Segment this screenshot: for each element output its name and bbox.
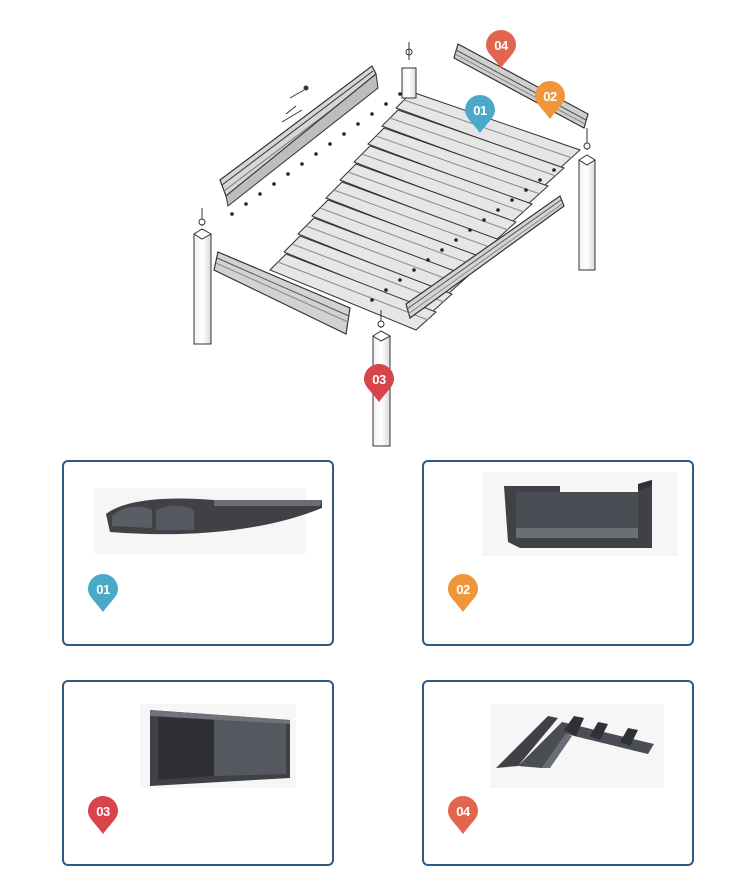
callout-01-label: 01 xyxy=(473,103,487,118)
card-post: 03 xyxy=(62,680,334,866)
card-02-badge-label: 02 xyxy=(456,582,470,597)
card-side-rail: 04 xyxy=(422,680,694,866)
callout-04-label: 04 xyxy=(494,38,508,53)
post-profile-image xyxy=(140,704,296,788)
card-03-badge-label: 03 xyxy=(96,804,110,819)
right-gutter-beam xyxy=(405,195,565,319)
louver-blades xyxy=(269,91,581,331)
side-rail-profile-image xyxy=(490,704,664,788)
post-back-center xyxy=(401,42,417,99)
card-04-badge: 04 xyxy=(446,796,480,836)
fastener-dots xyxy=(230,82,556,302)
callout-01: 01 xyxy=(463,95,497,135)
card-01-badge: 01 xyxy=(86,574,120,614)
gutter-beam-profile-image xyxy=(482,472,678,556)
pergola-exploded-diagram xyxy=(193,42,596,447)
hardware-screws xyxy=(281,85,309,123)
louver-blade-profile-image xyxy=(94,488,322,554)
left-gutter-beam xyxy=(219,65,379,207)
callout-03-label: 03 xyxy=(372,372,386,387)
callout-02-label: 02 xyxy=(543,89,557,104)
card-03-badge: 03 xyxy=(86,796,120,836)
post-back-right xyxy=(578,128,596,271)
card-01-badge-label: 01 xyxy=(96,582,110,597)
front-gutter-beam xyxy=(213,251,351,335)
card-02-badge: 02 xyxy=(446,574,480,614)
post-front-left xyxy=(193,208,213,345)
callout-02: 02 xyxy=(533,81,567,121)
card-louver-blade: 01 xyxy=(62,460,334,646)
card-gutter-beam: 02 xyxy=(422,460,694,646)
louver-blade-lines xyxy=(277,99,573,321)
callout-04: 04 xyxy=(484,30,518,70)
card-04-badge-label: 04 xyxy=(456,804,470,819)
callout-03: 03 xyxy=(362,364,396,404)
